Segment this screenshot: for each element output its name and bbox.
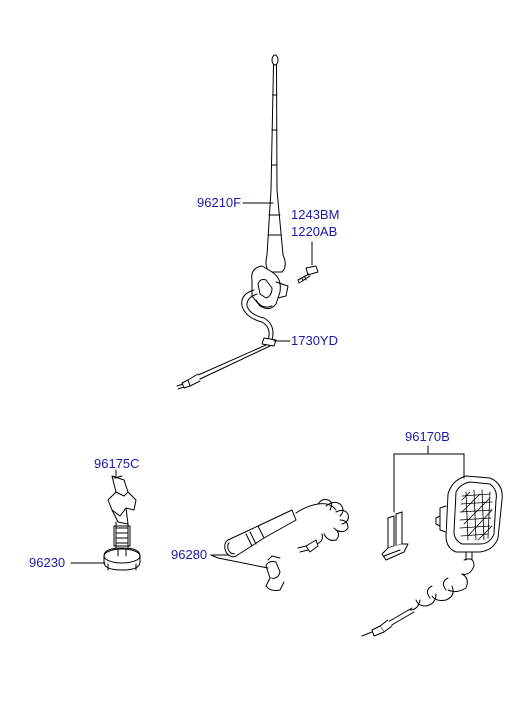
label-antenna-mast[interactable]: 96210F — [197, 195, 242, 210]
label-mic-clip[interactable]: 96175C — [94, 456, 140, 471]
antenna-base — [251, 265, 289, 310]
label-speaker[interactable]: 96170B — [405, 429, 450, 444]
speaker-bracket — [381, 511, 409, 561]
antenna-mast — [265, 54, 286, 273]
antenna-cable — [176, 289, 277, 390]
label-microphone[interactable]: 96280 — [171, 547, 208, 562]
stand-leaders — [70, 469, 117, 564]
label-bolt-1[interactable]: 1243BM — [291, 207, 340, 222]
label-bolt-2[interactable]: 1220AB — [291, 224, 338, 239]
mic-stand — [103, 521, 141, 571]
label-mic-stand[interactable]: 96230 — [29, 555, 66, 570]
microphone — [224, 499, 349, 591]
mic-leaders — [210, 554, 269, 569]
label-cable[interactable]: 1730YD — [291, 333, 338, 348]
speaker — [361, 475, 503, 637]
mount-bolt — [297, 265, 319, 284]
mic-clip — [107, 475, 137, 525]
antenna-leaders — [242, 202, 313, 342]
speaker-leaders — [393, 445, 465, 513]
